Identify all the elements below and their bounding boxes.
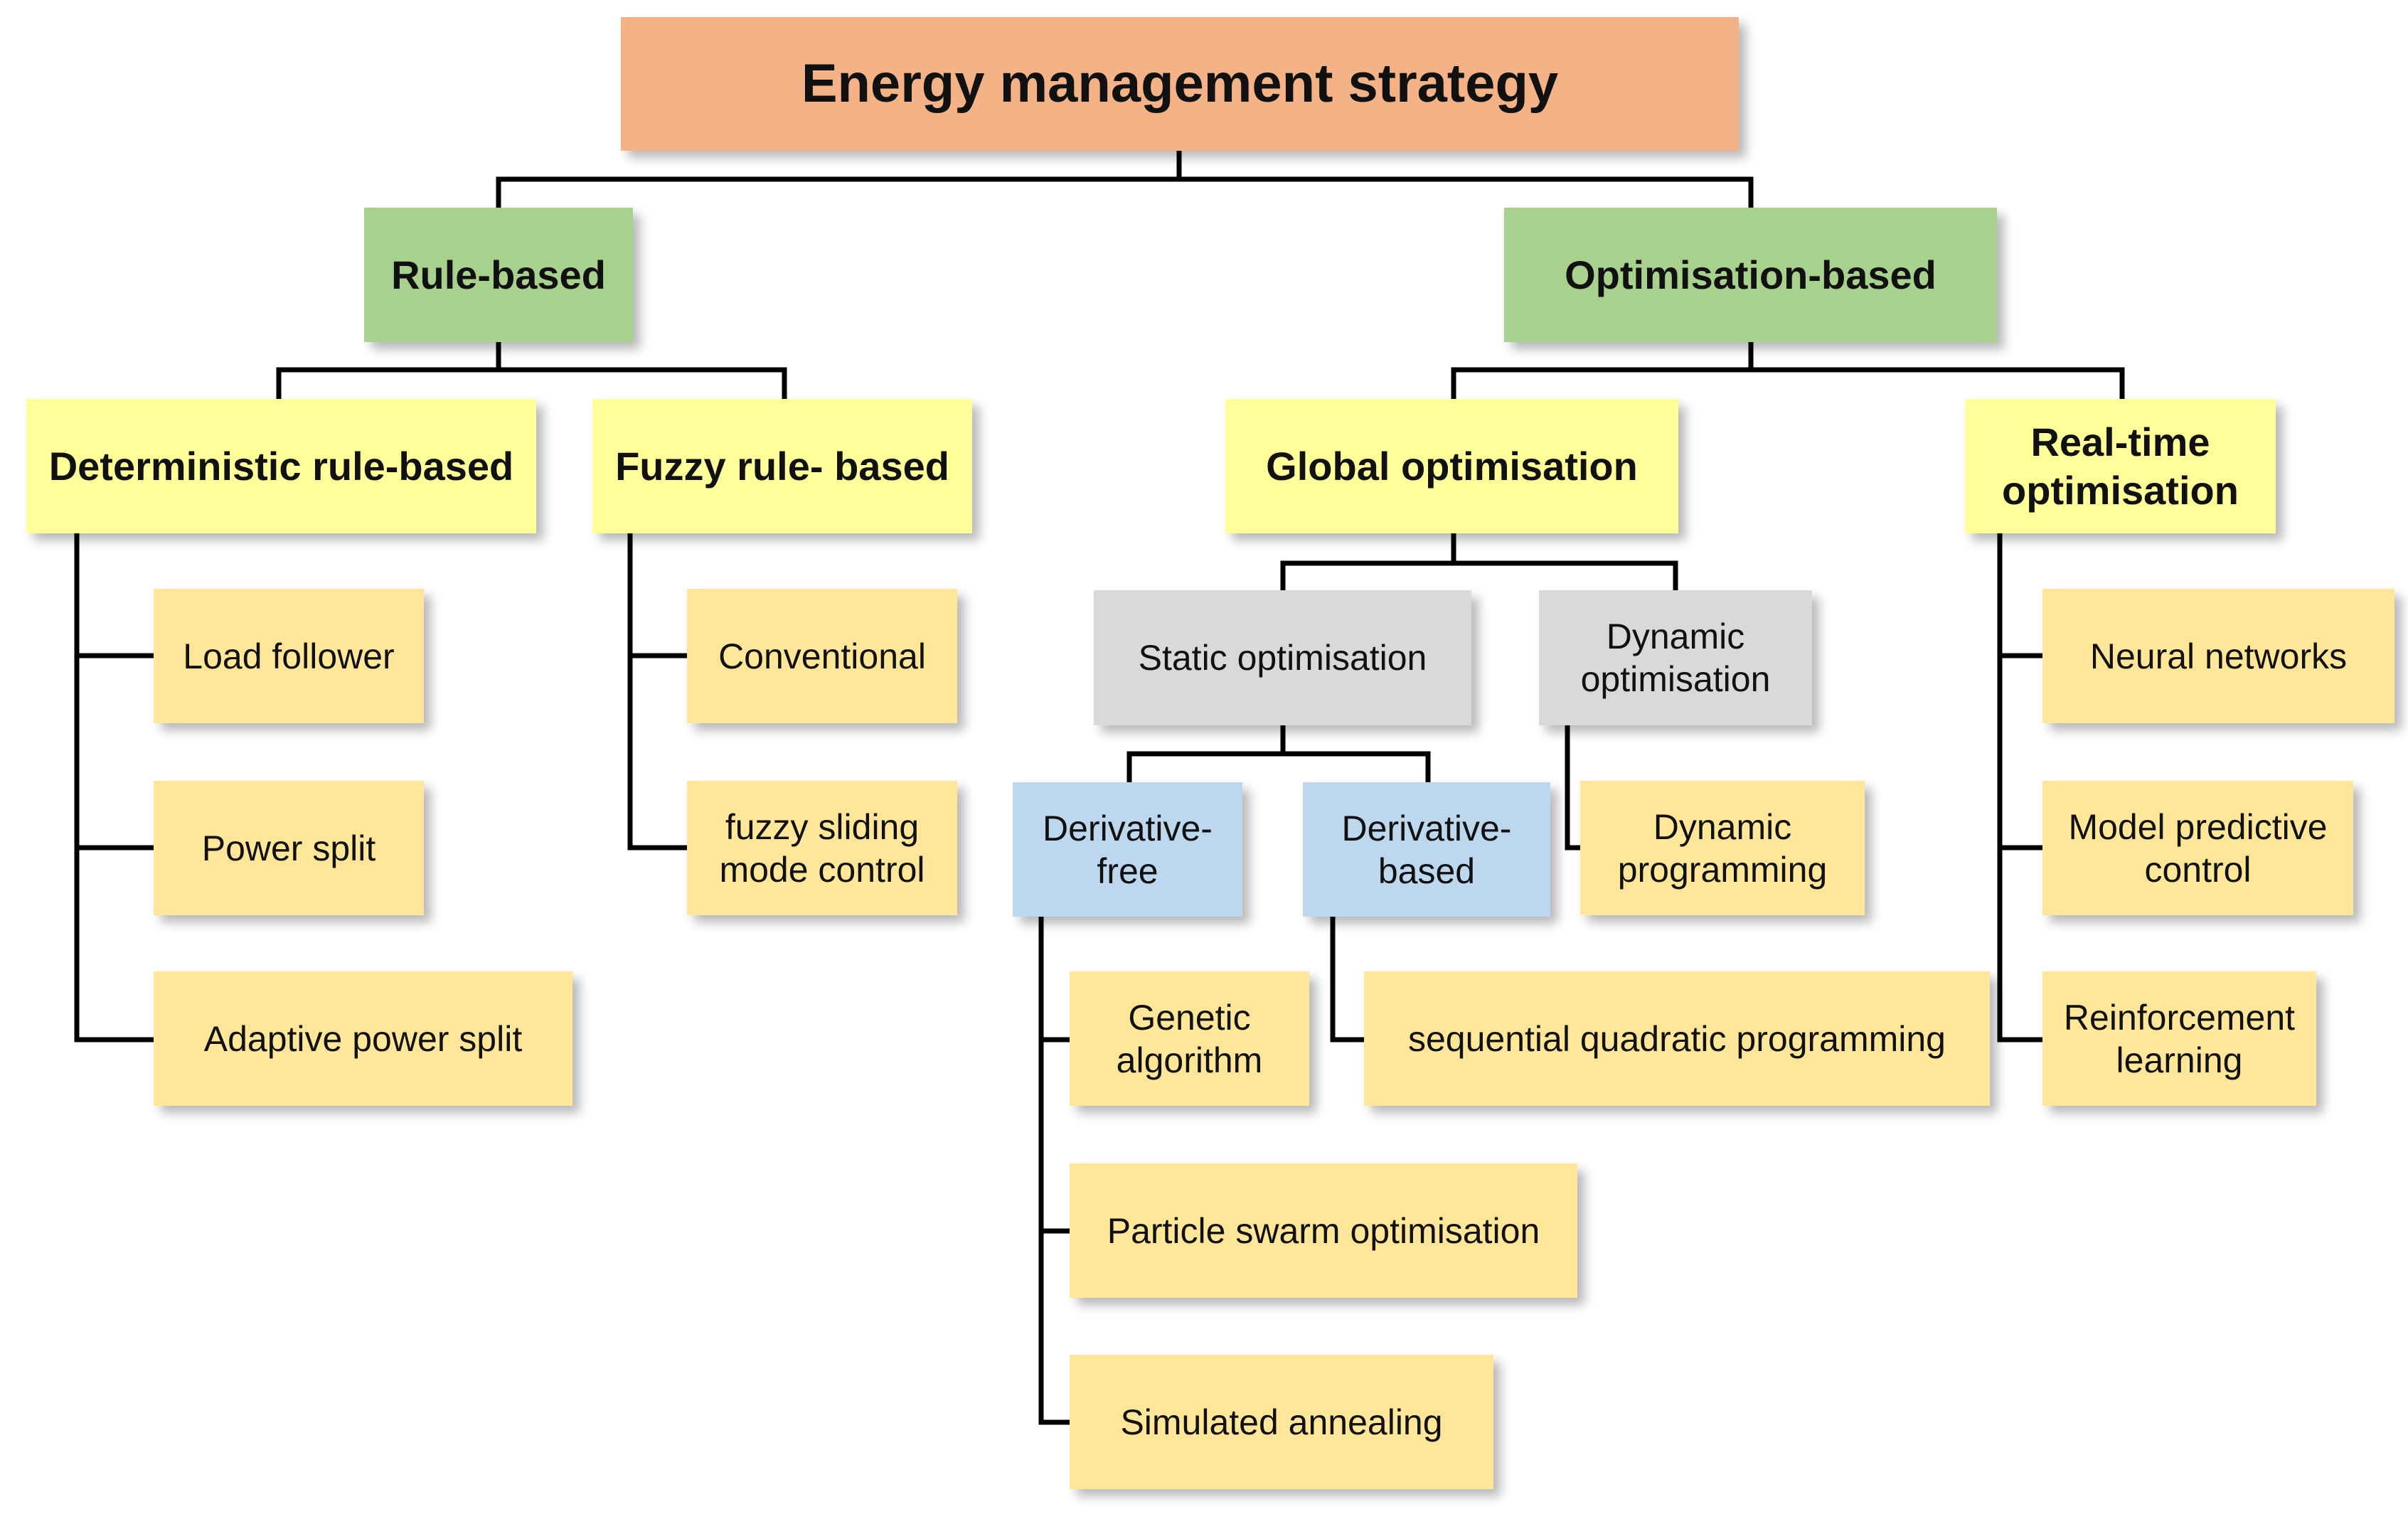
connector-dynamic-child xyxy=(1565,723,1583,851)
node-particle-swarm-optimisation: Particle swarm optimisation xyxy=(1070,1163,1577,1298)
node-label: Particle swarm optimisation xyxy=(1107,1210,1540,1251)
node-adaptive-power-split: Adaptive power split xyxy=(154,971,572,1106)
node-label-line-2: programming xyxy=(1617,849,1828,890)
node-real-time-optimisation: Real-time optimisation xyxy=(1965,399,2276,533)
node-derivative-free: Derivative- free xyxy=(1013,782,1242,917)
node-label-line-2: algorithm xyxy=(1116,1040,1263,1080)
node-label-line-2: learning xyxy=(2116,1040,2243,1080)
node-label: sequential quadratic programming xyxy=(1408,1018,1946,1059)
node-label-line-1: Genetic xyxy=(1128,997,1251,1038)
node-label-line-2: free xyxy=(1097,851,1158,891)
node-label-line-2: based xyxy=(1378,851,1476,891)
node-fuzzy-sliding-mode-control: fuzzy sliding mode control xyxy=(687,781,957,915)
node-label-line-2: optimisation xyxy=(2002,467,2239,513)
node-reinforcement-learning: Reinforcement learning xyxy=(2042,971,2316,1106)
node-rule-based: Rule-based xyxy=(364,208,633,342)
node-label-line-1: Dynamic xyxy=(1653,806,1792,847)
node-label: Deterministic rule-based xyxy=(48,443,514,489)
node-global-optimisation: Global optimisation xyxy=(1225,399,1678,533)
node-label-line-1: Derivative- xyxy=(1043,808,1213,848)
node-label-line-1: Reinforcement xyxy=(2063,997,2296,1038)
node-label: Load follower xyxy=(183,636,395,676)
node-genetic-algorithm: Genetic algorithm xyxy=(1070,971,1309,1106)
node-label-line-2: optimisation xyxy=(1580,659,1771,699)
node-label: Optimisation-based xyxy=(1565,252,1936,297)
node-label: Conventional xyxy=(718,636,926,676)
connector-root-categories xyxy=(496,176,1754,210)
node-load-follower: Load follower xyxy=(154,589,424,723)
node-optimisation-based: Optimisation-based xyxy=(1504,208,1997,342)
node-dynamic-optimisation: Dynamic optimisation xyxy=(1539,590,1812,725)
node-label: Global optimisation xyxy=(1266,443,1638,489)
node-model-predictive-control: Model predictive control xyxy=(2042,781,2353,915)
node-label-line-2: control xyxy=(2144,849,2252,890)
node-label-line-2: mode control xyxy=(719,849,925,890)
node-label-line-1: fuzzy sliding xyxy=(725,806,920,847)
node-label: Power split xyxy=(201,828,376,868)
node-conventional: Conventional xyxy=(687,589,957,723)
node-static-optimisation: Static optimisation xyxy=(1094,590,1471,725)
node-label: Static optimisation xyxy=(1138,638,1427,678)
node-label: Fuzzy rule- based xyxy=(615,443,949,489)
node-label-line-1: Model predictive xyxy=(2068,806,2328,847)
node-dynamic-programming: Dynamic programming xyxy=(1580,781,1865,915)
node-label-line-1: Derivative- xyxy=(1341,808,1512,848)
connector-static-children xyxy=(1126,751,1431,785)
node-label-line-1: Real-time xyxy=(2030,420,2210,465)
node-energy-management-strategy: Energy management strategy xyxy=(621,17,1739,151)
node-power-split: Power split xyxy=(154,781,424,915)
node-label: Simulated annealing xyxy=(1120,1402,1443,1442)
connector-global-children xyxy=(1280,560,1678,593)
node-simulated-annealing: Simulated annealing xyxy=(1070,1355,1493,1489)
node-neural-networks: Neural networks xyxy=(2042,589,2394,723)
node-label: Rule-based xyxy=(391,252,606,297)
node-label-line-1: Dynamic xyxy=(1606,617,1745,656)
node-fuzzy-rule-based: Fuzzy rule- based xyxy=(592,399,972,533)
node-sequential-quadratic-programming: sequential quadratic programming xyxy=(1364,971,1990,1106)
connector-rule-based-children xyxy=(276,367,787,402)
node-derivative-based: Derivative- based xyxy=(1303,782,1550,917)
node-label: Neural networks xyxy=(2089,636,2348,676)
node-deterministic-rule-based: Deterministic rule-based xyxy=(26,399,536,533)
node-label: Adaptive power split xyxy=(203,1018,523,1059)
node-label: Energy management strategy xyxy=(801,53,1559,114)
connector-derivative-based-child xyxy=(1330,914,1367,1043)
connector-optimisation-children xyxy=(1451,367,2125,402)
